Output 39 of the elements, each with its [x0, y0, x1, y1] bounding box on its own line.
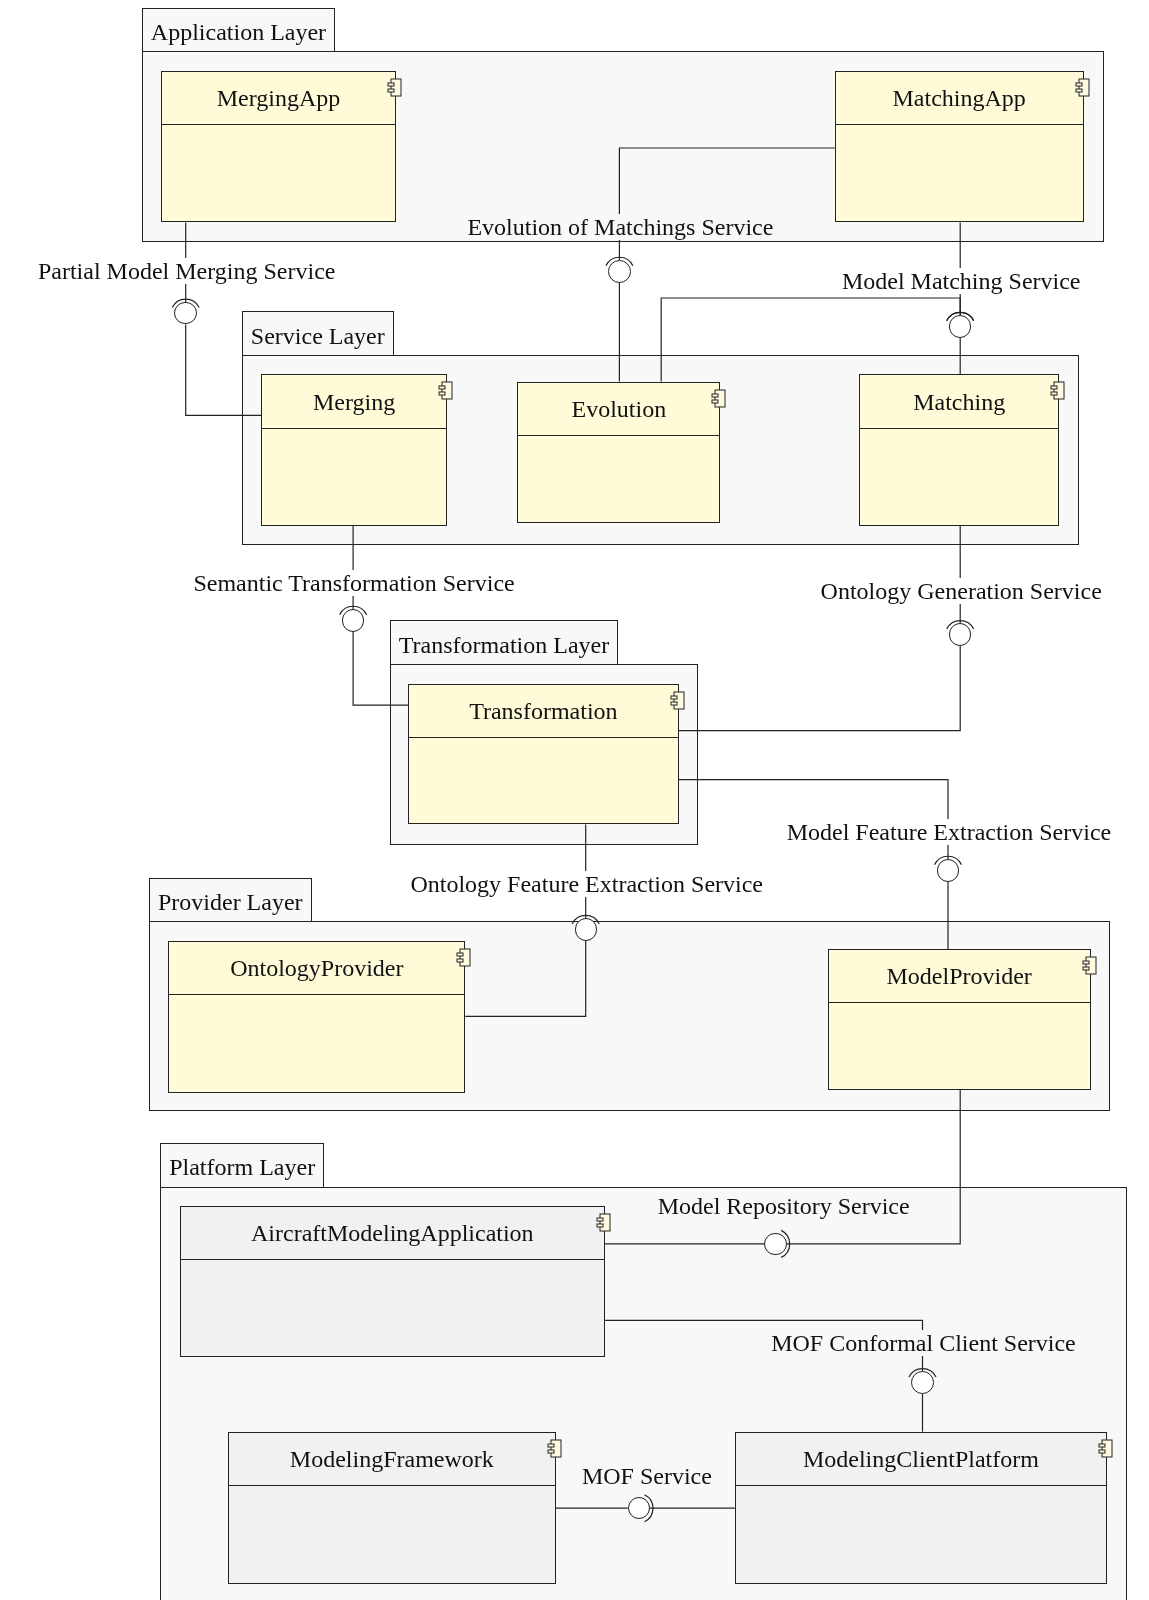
- component-name: ModelingClientPlatform: [802, 1444, 1039, 1474]
- connector-line: [605, 147, 836, 267]
- package-tab: Application Layer: [141, 8, 336, 52]
- interface-label: Evolution of Matchings Service: [465, 213, 776, 240]
- component-name: ModelProvider: [886, 962, 1032, 991]
- interface-label: Ontology Feature Extraction Service: [408, 870, 765, 897]
- interface-label: Ontology Generation Service: [818, 577, 1104, 604]
- component-name: OntologyProvider: [230, 953, 404, 983]
- connector-line: [780, 1089, 961, 1258]
- connector-line: [678, 645, 961, 732]
- connector-line: [660, 297, 975, 383]
- component-name: MergingApp: [216, 84, 341, 114]
- package-tab: Service Layer: [241, 311, 394, 357]
- component-name: Matching: [913, 387, 1006, 417]
- connector-line: [352, 631, 409, 706]
- interface-label: Model Feature Extraction Service: [784, 818, 1114, 845]
- connector-line: [947, 881, 949, 950]
- component-name: AircraftModelingApplication: [251, 1219, 534, 1249]
- component-name: Transformation: [469, 696, 618, 726]
- connector-line: [604, 1319, 937, 1378]
- component-name: Merging: [312, 387, 396, 417]
- package-tab: Transformation Layer: [389, 620, 619, 666]
- component-name: Evolution: [571, 394, 667, 424]
- connector-line: [643, 1494, 736, 1523]
- interface-label: Model Matching Service: [839, 267, 1083, 294]
- connector-line: [185, 323, 262, 416]
- connector-line: [464, 940, 587, 1017]
- component-name: MatchingApp: [892, 84, 1026, 114]
- package-tab: Provider Layer: [148, 877, 312, 923]
- component-name: ModelingFramework: [289, 1444, 494, 1474]
- connector-line: [921, 1393, 924, 1433]
- connector-line: [618, 282, 620, 383]
- connector-line: [678, 779, 963, 866]
- package-tab: Platform Layer: [160, 1142, 325, 1188]
- connector-line: [959, 337, 961, 376]
- interface-label: Partial Model Merging Service: [35, 258, 338, 285]
- connector-line: [555, 1507, 629, 1509]
- interface-label: MOF Conformal Client Service: [769, 1329, 1078, 1356]
- connector-line: [604, 1243, 765, 1245]
